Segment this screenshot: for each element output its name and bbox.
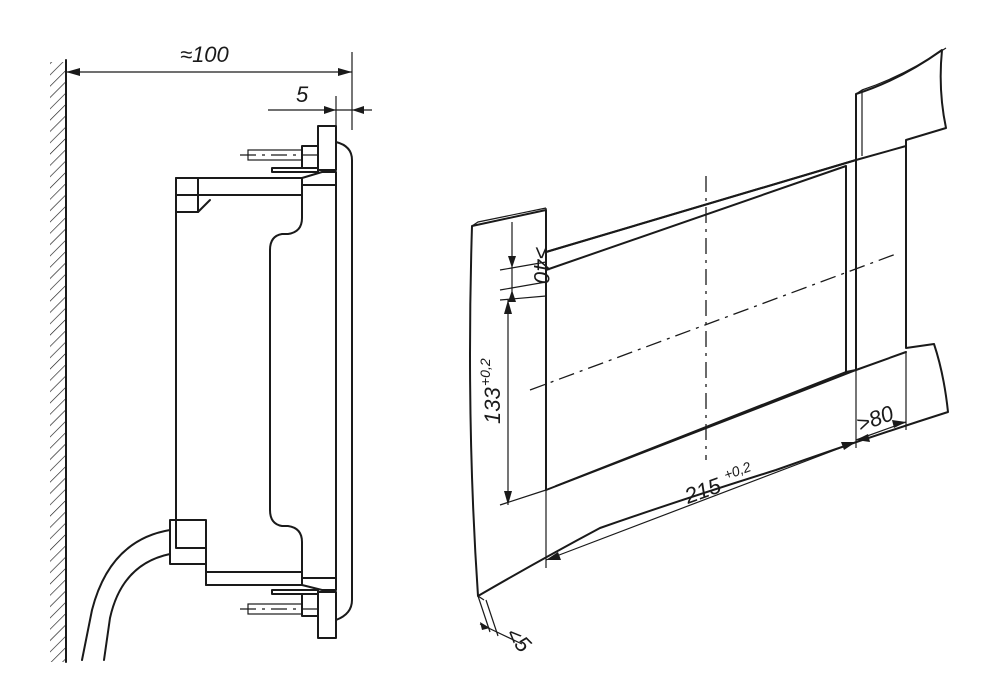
dimension-depth: ≈100 xyxy=(66,42,353,130)
top-margin-label: >40 xyxy=(529,246,554,284)
thickness-label: <5 xyxy=(500,622,536,658)
dimension-thickness: <5 xyxy=(477,595,536,658)
side-view: ≈100 5 xyxy=(50,42,372,663)
panel-cutout xyxy=(545,159,857,491)
panel-outline xyxy=(469,49,949,597)
bezel-section xyxy=(317,125,337,639)
dimension-bezel: 5 xyxy=(268,82,372,130)
cable-connector xyxy=(81,519,207,661)
dimension-width: 215 +0,2 xyxy=(545,370,857,568)
mounting-clamp-bottom xyxy=(240,589,319,617)
center-line-horizontal xyxy=(529,253,897,391)
panel-crossbar xyxy=(855,145,907,371)
height-label: 133 xyxy=(480,387,505,424)
panel-view: >40 133 +0,2 215 +0,2 >8 xyxy=(469,47,949,658)
depth-label: ≈100 xyxy=(180,42,230,67)
device-flange xyxy=(301,141,353,621)
device-body xyxy=(175,177,303,586)
mounting-clamp-top xyxy=(240,145,319,173)
height-tolerance: +0,2 xyxy=(477,358,493,386)
bezel-label: 5 xyxy=(296,82,309,107)
width-label: 215 xyxy=(680,472,725,509)
wall xyxy=(50,59,67,663)
dimension-height: 133 +0,2 xyxy=(477,295,547,506)
